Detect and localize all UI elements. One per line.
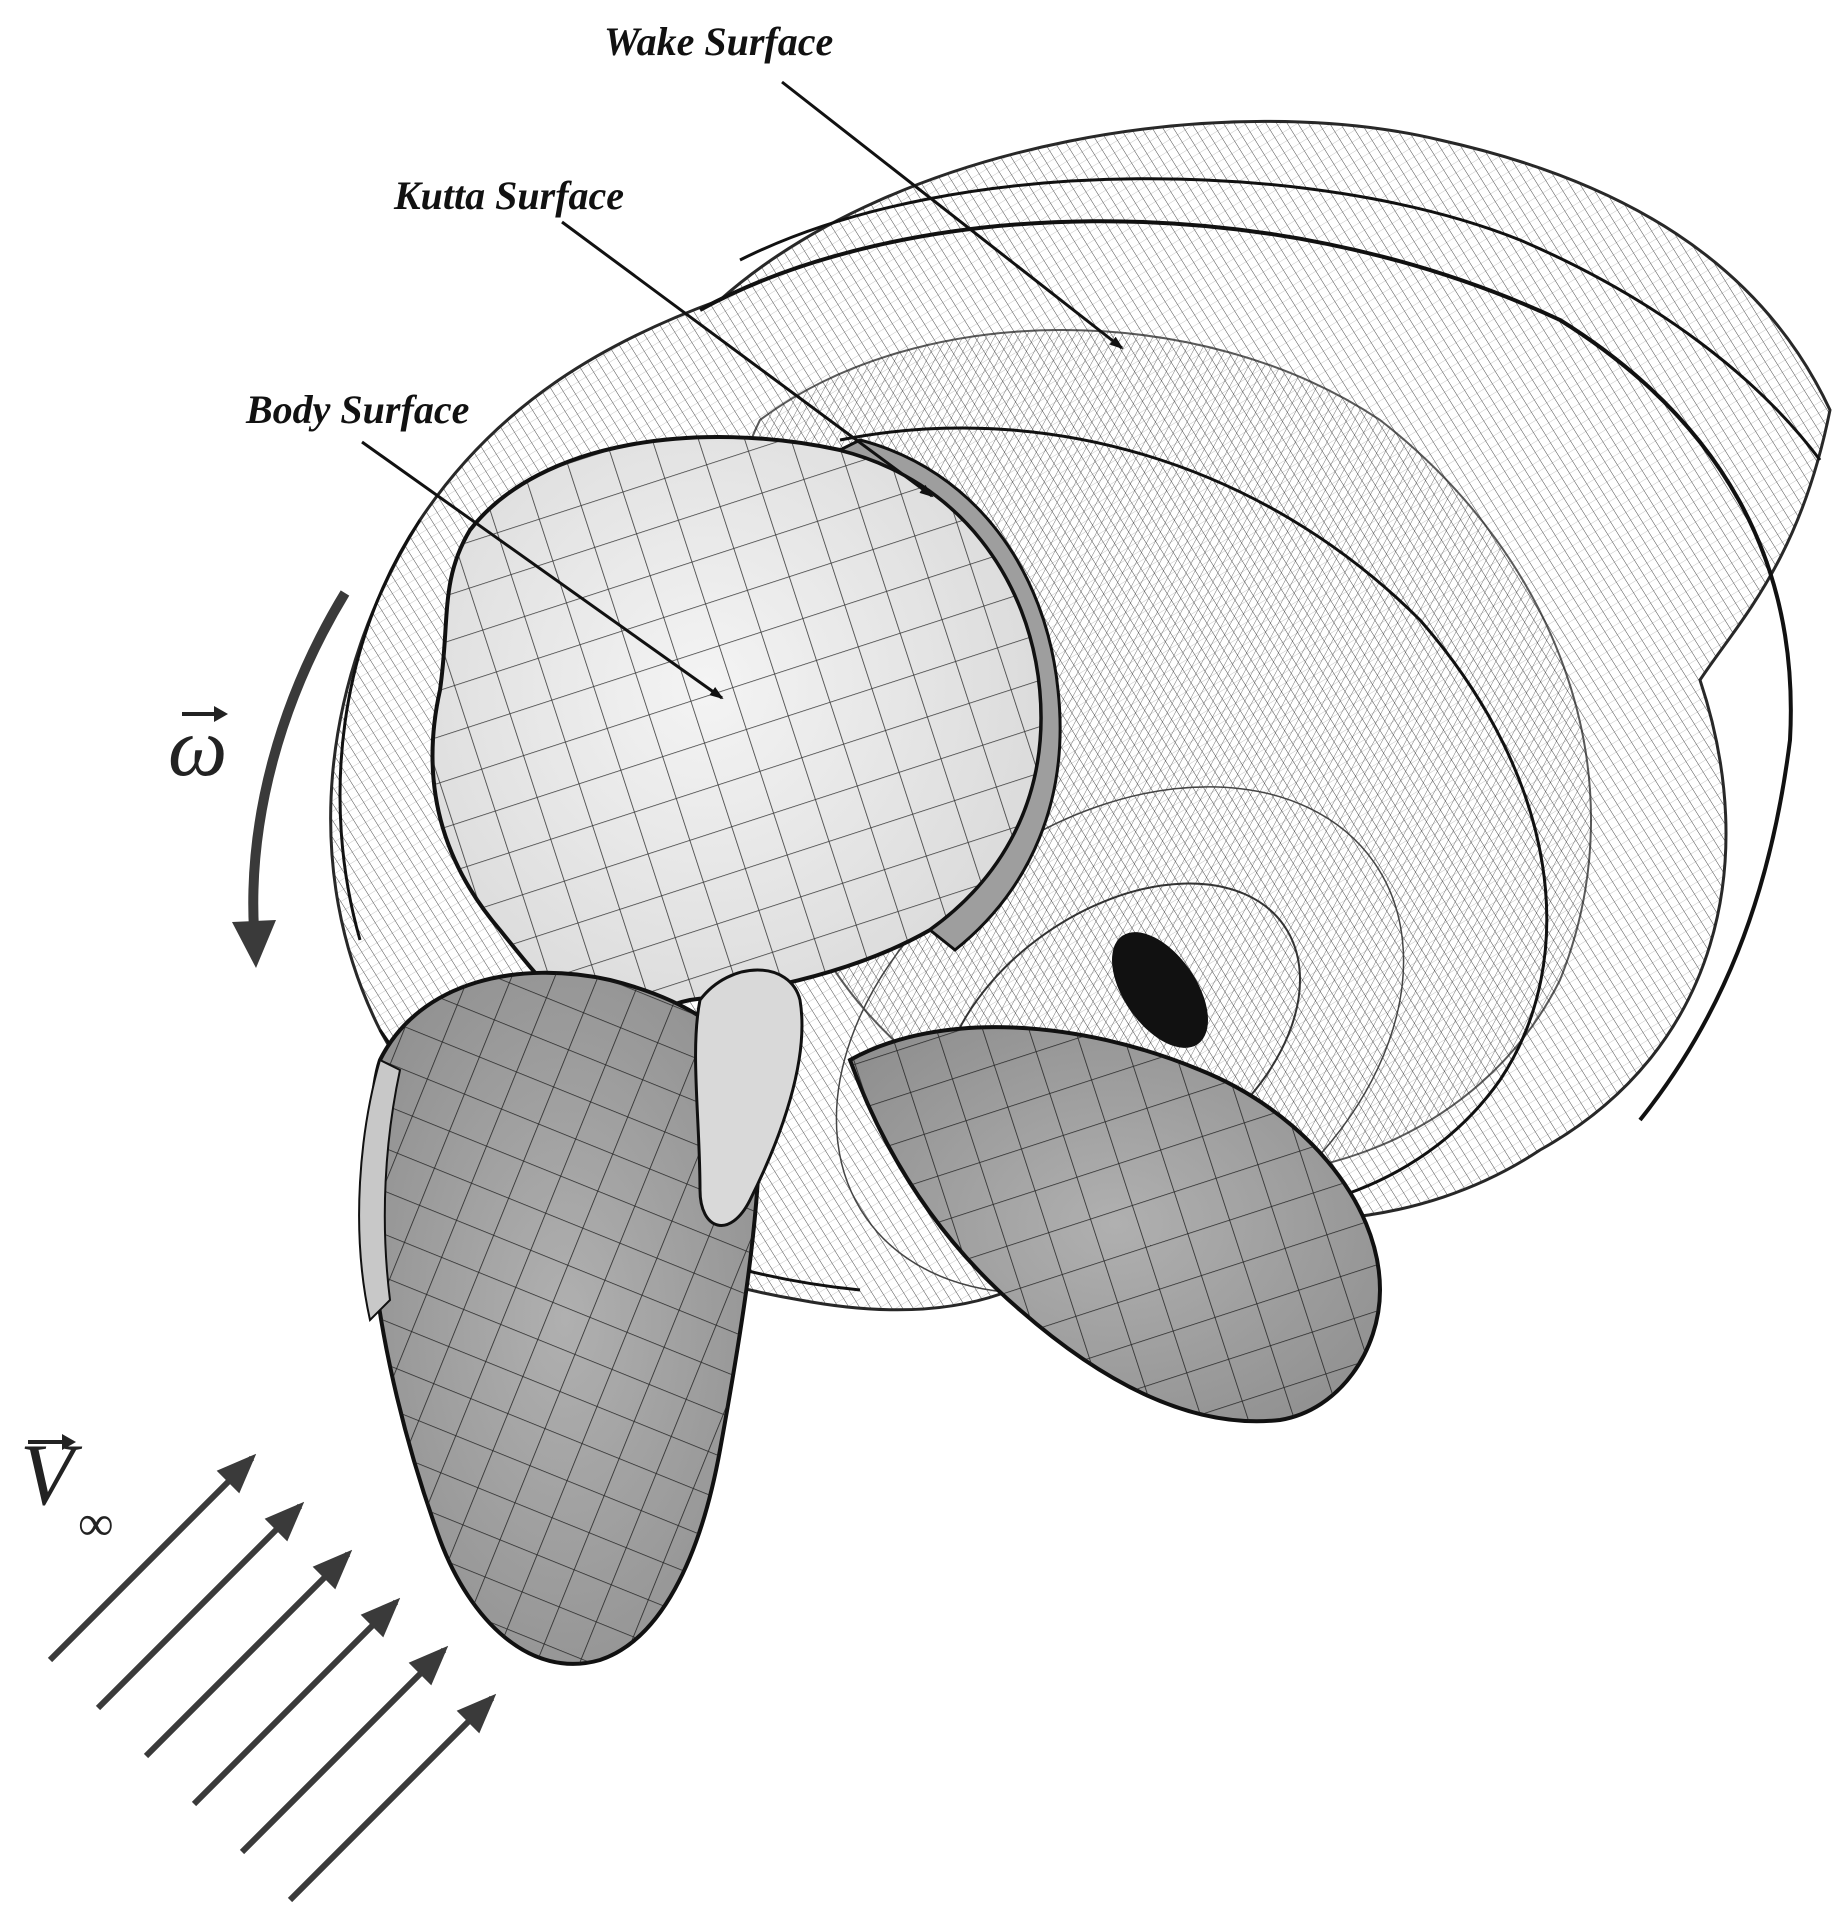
wake-leader — [781, 80, 1124, 350]
body-leader — [361, 440, 724, 700]
wake-ridge-3 — [839, 426, 1549, 1216]
kutta-surface-label: Kutta Surface — [394, 173, 625, 218]
blade-lower-left-edge — [358, 1058, 402, 1322]
omega-symbol: ω — [168, 701, 228, 794]
velocity-symbol: V — [20, 1427, 74, 1524]
body-surface-label: Body Surface — [246, 387, 470, 432]
blade-lower-left — [358, 970, 763, 1666]
propeller-blades — [358, 434, 1383, 1666]
leader-lines — [361, 80, 1124, 700]
wake-ridge-2 — [739, 177, 1822, 461]
blade-right — [847, 1025, 1383, 1424]
infinity-subscript: ∞ — [78, 1495, 114, 1551]
hub — [694, 968, 804, 1227]
wake-ridge-1 — [699, 219, 1793, 1122]
blade-upper — [430, 434, 1062, 1062]
wake-ridge-5 — [338, 519, 422, 941]
kutta-leader — [561, 220, 934, 498]
wake-hub-core — [1112, 932, 1208, 1048]
kutta-surface-strip — [835, 438, 1062, 952]
freestream-arrows — [28, 1434, 497, 1903]
rotation-arrow — [182, 590, 350, 968]
wake-surface-label: Wake Surface — [604, 19, 834, 64]
